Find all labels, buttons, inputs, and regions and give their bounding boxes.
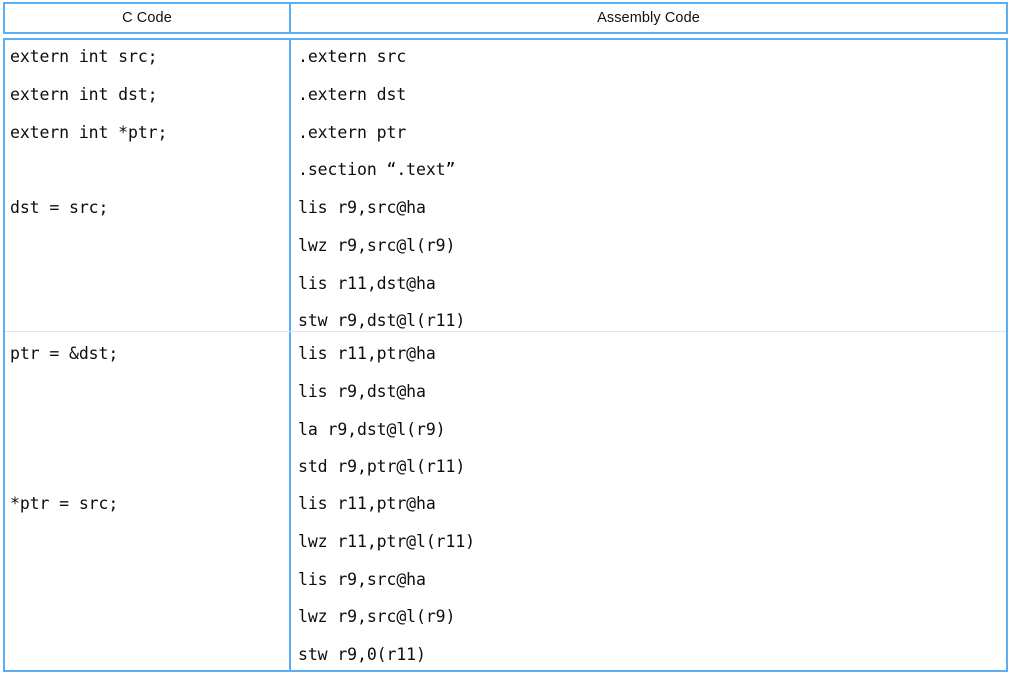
assembly-code-line: lis r11,dst@ha [298,274,436,293]
c-code-line: extern int dst; [10,85,158,104]
assembly-code-line: lwz r11,ptr@l(r11) [298,532,476,551]
c-code-line: extern int *ptr; [10,123,168,142]
assembly-code-line: la r9,dst@l(r9) [298,420,446,439]
assembly-code-line: lis r11,ptr@ha [298,494,436,513]
c-code-line: extern int src; [10,47,158,66]
assembly-code-line: std r9,ptr@l(r11) [298,457,466,476]
assembly-code-line: lis r9,src@ha [298,570,426,589]
assembly-code-line: stw r9,dst@l(r11) [298,311,466,330]
assembly-code-line: lis r11,ptr@ha [298,344,436,363]
row-divider [5,331,1006,332]
assembly-code-line: .extern ptr [298,123,407,142]
assembly-code-line: stw r9,0(r11) [298,645,426,664]
table-header-row: C Code Assembly Code [3,2,1008,34]
assembly-code-cell: .extern src .extern dst .extern ptr .sectio… [291,40,1006,670]
assembly-code-line: .section “.text” [298,160,456,179]
assembly-code-line: .extern src [298,47,407,66]
c-code-line: ptr = &dst; [10,344,119,363]
c-code-cell: extern int src; extern int dst; extern int… [5,40,289,670]
column-header-c-code: C Code [5,4,291,32]
c-code-line: dst = src; [10,198,109,217]
table-body: extern int src; extern int dst; extern int… [3,38,1008,672]
assembly-code-line: lwz r9,src@l(r9) [298,607,456,626]
column-header-assembly-code: Assembly Code [597,10,700,26]
assembly-code-line: lis r9,src@ha [298,198,426,217]
c-code-line: *ptr = src; [10,494,119,513]
column-divider [289,40,291,670]
assembly-code-line: lwz r9,src@l(r9) [298,236,456,255]
assembly-code-line: .extern dst [298,85,407,104]
assembly-code-line: lis r9,dst@ha [298,382,426,401]
